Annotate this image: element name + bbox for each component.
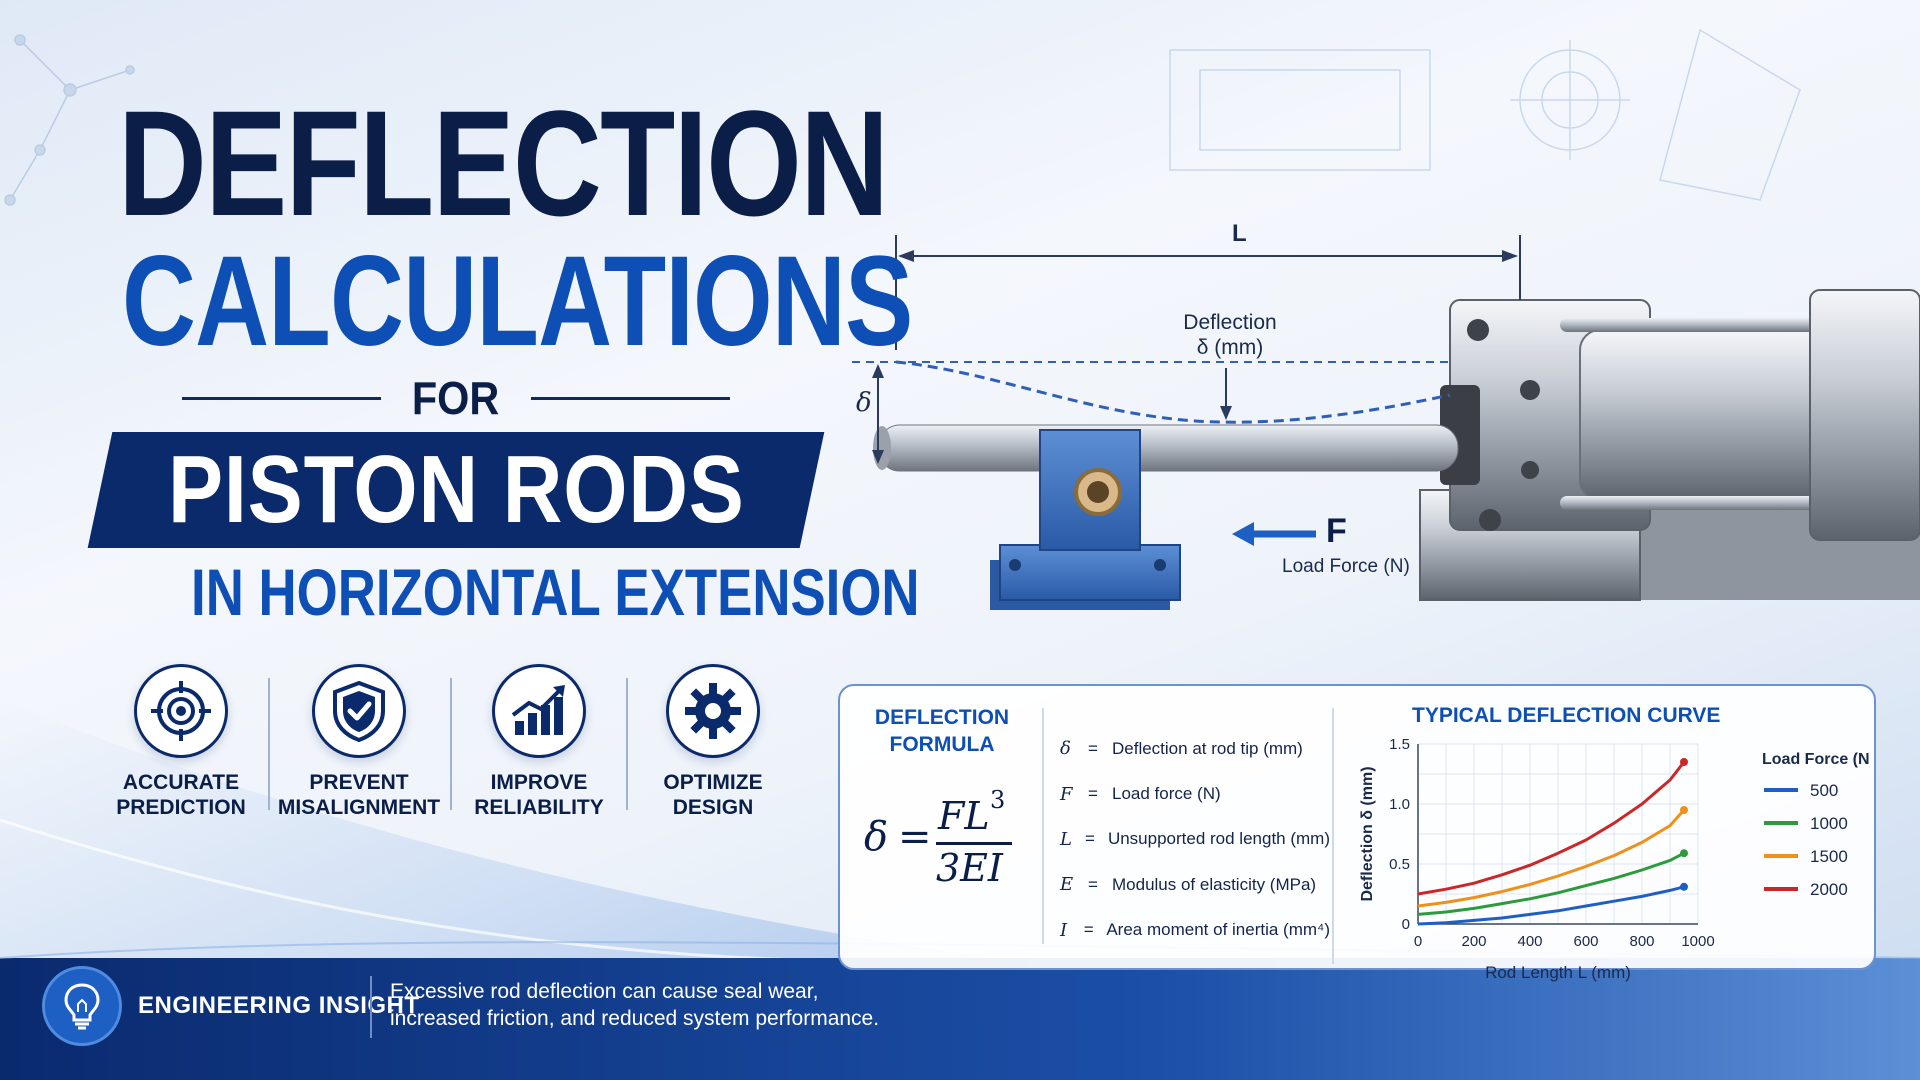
force-caption: Load Force (N) — [1282, 556, 1410, 577]
formula-title-line1: DEFLECTION — [874, 706, 1010, 729]
insight-text: Excessive rod deflection can cause seal … — [390, 978, 950, 1032]
series-line-2000 — [1417, 761, 1686, 896]
x-tick-label: 1000 — [1681, 933, 1714, 950]
deflection-label: Deflection δ (mm) — [1150, 310, 1310, 360]
x-axis-label: Rod Length L (mm) — [1485, 963, 1631, 982]
formula-denominator: 3EI — [936, 846, 1003, 890]
title-line2: CALCULATIONS — [122, 230, 913, 373]
variable-row: I=Area moment of inertia (mm⁴) — [1060, 919, 1330, 941]
y-tick-label: 1.0 — [1389, 796, 1410, 813]
deflection-label-line1: Deflection — [1183, 311, 1277, 334]
force-label: F — [1326, 512, 1347, 550]
insight-label: ENGINEERING INSIGHT — [138, 992, 420, 1019]
x-tick-label: 400 — [1517, 933, 1542, 950]
legend-label: 500 — [1810, 781, 1838, 800]
banner-text: PISTON RODS — [100, 436, 812, 543]
series-endpoint-1500 — [1680, 806, 1688, 814]
variable-row: E=Modulus of elasticity (MPa) — [1060, 874, 1317, 896]
x-tick-label: 200 — [1461, 933, 1486, 950]
series-line-1000 — [1417, 851, 1685, 916]
series-endpoint-2000 — [1680, 758, 1688, 766]
insight-text-line1: Excessive rod deflection can cause seal … — [390, 980, 819, 1003]
formula-fraction-bar — [936, 842, 1012, 845]
feature-divider — [268, 678, 270, 810]
legend-label: 2000 — [1810, 880, 1848, 899]
banner-text-label: PISTON RODS — [167, 436, 745, 543]
lightbulb-icon — [42, 966, 122, 1046]
formula-equals: = — [898, 814, 932, 860]
formula-exponent: 3 — [990, 786, 1006, 814]
insight-divider — [370, 976, 372, 1038]
variable-list: δ=Deflection at rod tip (mm) F=Load forc… — [1060, 726, 1330, 953]
deflection-label-line2: δ (mm) — [1196, 336, 1264, 359]
deflection-formula: δ = FL 3 3EI — [864, 786, 1024, 896]
series-line-500 — [1417, 885, 1685, 926]
length-label: L — [1232, 220, 1247, 247]
for-rule-left — [182, 396, 382, 400]
for-row: FOR — [182, 372, 731, 424]
formula-lhs: δ — [864, 814, 889, 860]
feature-divider — [450, 678, 452, 810]
y-tick-label: 1.5 — [1389, 736, 1410, 753]
formula-title: DEFLECTION FORMULA — [862, 704, 1022, 758]
for-text: FOR — [412, 372, 500, 424]
chart-title: TYPICAL DEFLECTION CURVE — [1412, 704, 1721, 727]
bar-chart-growth-icon — [492, 664, 586, 758]
x-tick-label: 0 — [1414, 933, 1422, 950]
series-line-1500 — [1417, 808, 1686, 908]
series-endpoint-500 — [1680, 882, 1688, 891]
y-axis-label: Deflection δ (mm) — [1359, 766, 1376, 901]
panel-divider — [1332, 708, 1334, 964]
info-panel — [838, 684, 1876, 970]
target-icon — [134, 664, 228, 758]
legend-label: 1000 — [1810, 814, 1848, 833]
formula-numerator: FL — [938, 794, 990, 838]
insight-text-line2: increased friction, and reduced system p… — [390, 1007, 880, 1030]
subtitle: IN HORIZONTAL EXTENSION — [100, 554, 919, 630]
legend-label: 1500 — [1810, 847, 1848, 866]
series-endpoint-1000 — [1680, 849, 1688, 858]
legend-title: Load Force (N) — [1762, 751, 1870, 768]
y-tick-label: 0.5 — [1389, 856, 1410, 873]
shield-check-icon — [312, 664, 406, 758]
panel-divider — [1042, 708, 1044, 944]
subtitle-text: IN HORIZONTAL EXTENSION — [191, 555, 920, 629]
delta-label: δ — [856, 388, 872, 418]
x-tick-label: 800 — [1629, 933, 1654, 950]
for-rule-right — [530, 396, 731, 400]
variable-row: δ=Deflection at rod tip (mm) — [1060, 738, 1303, 760]
variable-row: F=Load force (N) — [1060, 783, 1221, 805]
gear-icon — [666, 664, 760, 758]
variable-row: L=Unsupported rod length (mm) — [1060, 828, 1330, 850]
feature-divider — [626, 678, 628, 810]
x-tick-label: 600 — [1573, 933, 1598, 950]
formula-title-line2: FORMULA — [889, 733, 995, 756]
title-line1: DEFLECTION — [118, 79, 889, 247]
y-tick-label: 0 — [1402, 916, 1410, 933]
